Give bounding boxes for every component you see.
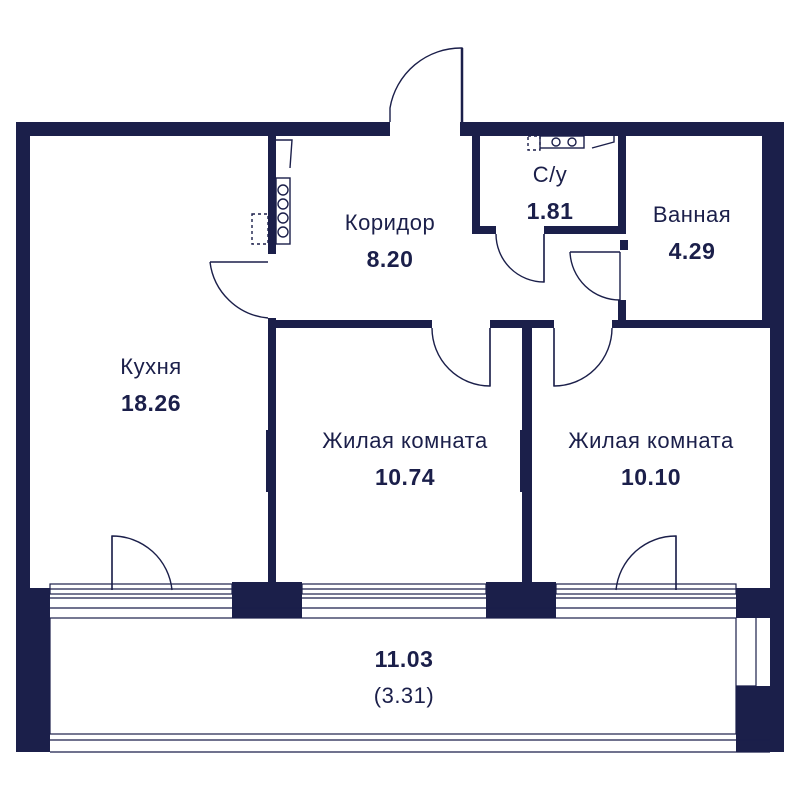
room-wc: С/у 1.81 [527,164,574,223]
room-kitchen-name: Кухня [120,354,182,379]
room-corridor: Коридор 8.20 [345,212,435,271]
room-balcony-area: 11.03 [374,646,434,672]
room-living-2-area: 10.10 [620,464,682,490]
room-corridor-name: Коридор [344,210,436,235]
room-balcony-reduced-area: (3.31) [373,683,435,708]
room-living-1-name: Жилая комната [322,428,488,453]
walls [16,122,784,752]
room-bath-area: 4.29 [668,238,716,264]
fixtures [111,47,677,591]
room-bath: Ванная 4.29 [653,204,731,263]
room-living-1-area: 10.74 [374,464,436,490]
room-kitchen-area: 18.26 [120,390,182,416]
room-balcony: 11.03 (3.31) [374,648,434,707]
room-corridor-area: 8.20 [366,246,414,272]
windows [49,583,770,753]
room-living-1: Жилая комната 10.74 [322,430,487,489]
room-bath-name: Ванная [652,202,732,227]
room-living-2: Жилая комната 10.10 [568,430,733,489]
room-kitchen: Кухня 18.26 [120,356,181,415]
room-living-2-name: Жилая комната [568,428,734,453]
room-wc-area: 1.81 [526,198,574,224]
room-wc-name: С/у [532,162,568,187]
